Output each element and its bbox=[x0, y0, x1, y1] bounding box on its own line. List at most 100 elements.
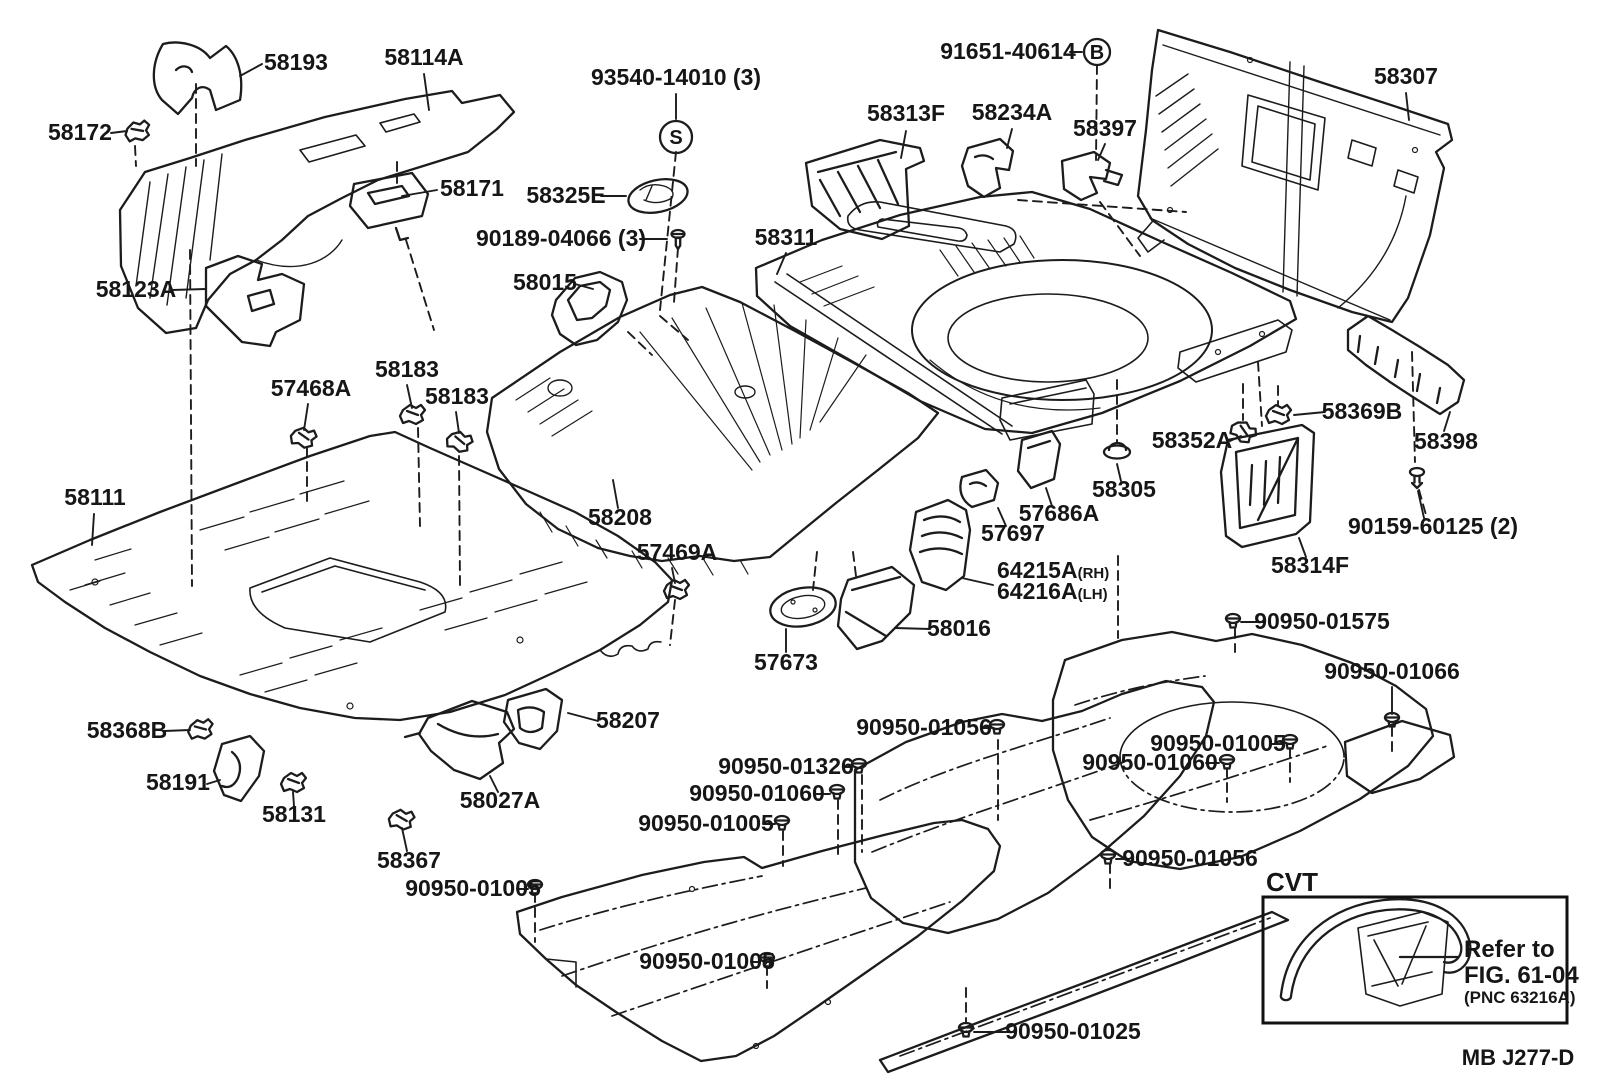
part-shape-57673 bbox=[769, 586, 837, 628]
cvt-inset-box bbox=[1261, 895, 1569, 1025]
label-leader-line bbox=[1097, 143, 1106, 161]
cvt-note-line2: FIG. 61-04 bbox=[1464, 962, 1579, 989]
part-number-label: 58367 bbox=[377, 847, 441, 873]
screw-fastener-icon bbox=[670, 228, 686, 251]
bolt-fastener-icon bbox=[1218, 753, 1236, 770]
assembly-dash-line bbox=[405, 239, 435, 331]
label-leader-line bbox=[303, 403, 309, 431]
clip-fastener-icon bbox=[289, 426, 318, 449]
assembly-dash-line bbox=[134, 145, 137, 167]
part-number-label: 58305 bbox=[1092, 476, 1156, 502]
part-shape-58016 bbox=[836, 565, 916, 651]
part-number-label: 90950-01005 bbox=[639, 948, 775, 974]
callout-circle-B bbox=[1082, 37, 1112, 67]
part-shape-58314F bbox=[1219, 423, 1316, 549]
clip-fastener-icon bbox=[387, 808, 416, 831]
label-leader-line bbox=[961, 577, 994, 586]
assembly-dash-line bbox=[1411, 351, 1416, 463]
part-number-label: 57673 bbox=[754, 649, 818, 675]
label-leader-line bbox=[206, 779, 221, 785]
cvt-bracket-drawing bbox=[1357, 911, 1449, 1007]
bolt-fastener-icon bbox=[773, 814, 791, 831]
assembly-dash-line bbox=[673, 247, 679, 303]
part-number-label: 90950-01056 bbox=[856, 714, 992, 740]
assembly-dash-line bbox=[669, 599, 676, 646]
part-shape-58111 bbox=[30, 430, 674, 722]
part-number-label: 58172 bbox=[48, 119, 112, 145]
bolt-base bbox=[758, 956, 776, 968]
part-number-label: 58114A bbox=[384, 44, 463, 70]
part-number-label: 90159-60125 (2) bbox=[1348, 513, 1518, 539]
part-shape-58325E bbox=[627, 178, 689, 214]
part-shape-58311 bbox=[754, 190, 1298, 441]
part-number-label: 90950-01060 bbox=[1082, 749, 1218, 775]
part-number-label: 58314F bbox=[1271, 552, 1349, 578]
bolt-base bbox=[773, 819, 791, 831]
bolt-fastener-icon bbox=[988, 718, 1006, 735]
part-number-label: 58311 bbox=[755, 224, 818, 250]
part-number-label: 58191 bbox=[146, 769, 210, 795]
plug-flange bbox=[1102, 444, 1132, 460]
part-number-label: 58111 bbox=[64, 484, 126, 510]
cvt-note-line1: Refer to bbox=[1464, 936, 1555, 963]
part-shape-58313F bbox=[804, 138, 926, 241]
part-number-label: 58015 bbox=[513, 269, 577, 295]
part-number-label: 58131 bbox=[262, 801, 326, 827]
part-shape-57686A bbox=[1016, 429, 1062, 490]
label-leader-line bbox=[1293, 411, 1326, 416]
assembly-dash-line bbox=[458, 455, 461, 587]
part-number-label: 90950-01060 bbox=[689, 780, 825, 806]
bolt-base bbox=[1218, 758, 1236, 770]
bolt-base bbox=[1224, 617, 1242, 629]
label-leader-line bbox=[406, 384, 413, 409]
part-number-label: 58016 bbox=[927, 615, 991, 641]
label-leader-line bbox=[401, 189, 438, 197]
part-number-label: 91651-40614 bbox=[940, 38, 1076, 64]
bolt-base bbox=[1281, 738, 1299, 750]
label-leader-line bbox=[900, 130, 907, 159]
clip-fastener-icon bbox=[1264, 403, 1293, 426]
assembly-dash-line bbox=[1257, 361, 1263, 427]
callout-circle-S bbox=[658, 119, 694, 155]
bolt-fastener-icon bbox=[1281, 733, 1299, 750]
part-shape-58398 bbox=[1346, 314, 1466, 416]
part-number-label: 58208 bbox=[588, 504, 652, 530]
part-number-label: 90950-01005 bbox=[638, 810, 774, 836]
part-number-label: 90950-01056 bbox=[1122, 845, 1258, 871]
pin-fastener-icon bbox=[1408, 466, 1426, 490]
bolt-base bbox=[828, 788, 846, 800]
label-leader-line bbox=[110, 130, 128, 134]
part-shape-center-silencer bbox=[853, 679, 1216, 935]
label-leader-line bbox=[292, 791, 295, 807]
label-leader-line bbox=[997, 507, 1007, 527]
cvt-hose-drawing bbox=[1279, 898, 1472, 1002]
label-leader-line bbox=[1443, 411, 1451, 432]
label-leader-line bbox=[171, 288, 207, 291]
pin-head bbox=[1408, 466, 1426, 478]
part-number-label: 90950-01025 bbox=[1005, 1018, 1141, 1044]
clip-fastener-icon bbox=[187, 718, 214, 740]
bolt-fastener-icon bbox=[1224, 612, 1242, 629]
bolt-base bbox=[1099, 853, 1117, 865]
part-shape-58114A bbox=[118, 89, 516, 335]
label-leader-line bbox=[489, 775, 499, 793]
part-number-label: 58183 bbox=[375, 356, 439, 382]
part-number-label: 90950-01575 bbox=[1254, 608, 1390, 634]
part-shape-64215A bbox=[908, 498, 972, 592]
label-leader-line bbox=[567, 712, 599, 722]
part-shape-58191 bbox=[212, 734, 266, 803]
part-shape-58208 bbox=[485, 285, 940, 576]
clip-fastener-icon bbox=[398, 403, 427, 426]
part-number-label: 58368B bbox=[87, 717, 168, 743]
bolt-base bbox=[1383, 716, 1401, 728]
part-number-label: 93540-14010 (3) bbox=[591, 64, 761, 90]
label-leader-line bbox=[239, 63, 263, 77]
footer-drawing-code: MB J277-D bbox=[1462, 1045, 1574, 1070]
part-number-label: 58307 bbox=[1374, 63, 1438, 89]
clip-fastener-icon bbox=[124, 119, 151, 143]
label-leader-line bbox=[401, 827, 408, 852]
screw-shank bbox=[670, 232, 686, 251]
pin-stem bbox=[1410, 474, 1424, 490]
